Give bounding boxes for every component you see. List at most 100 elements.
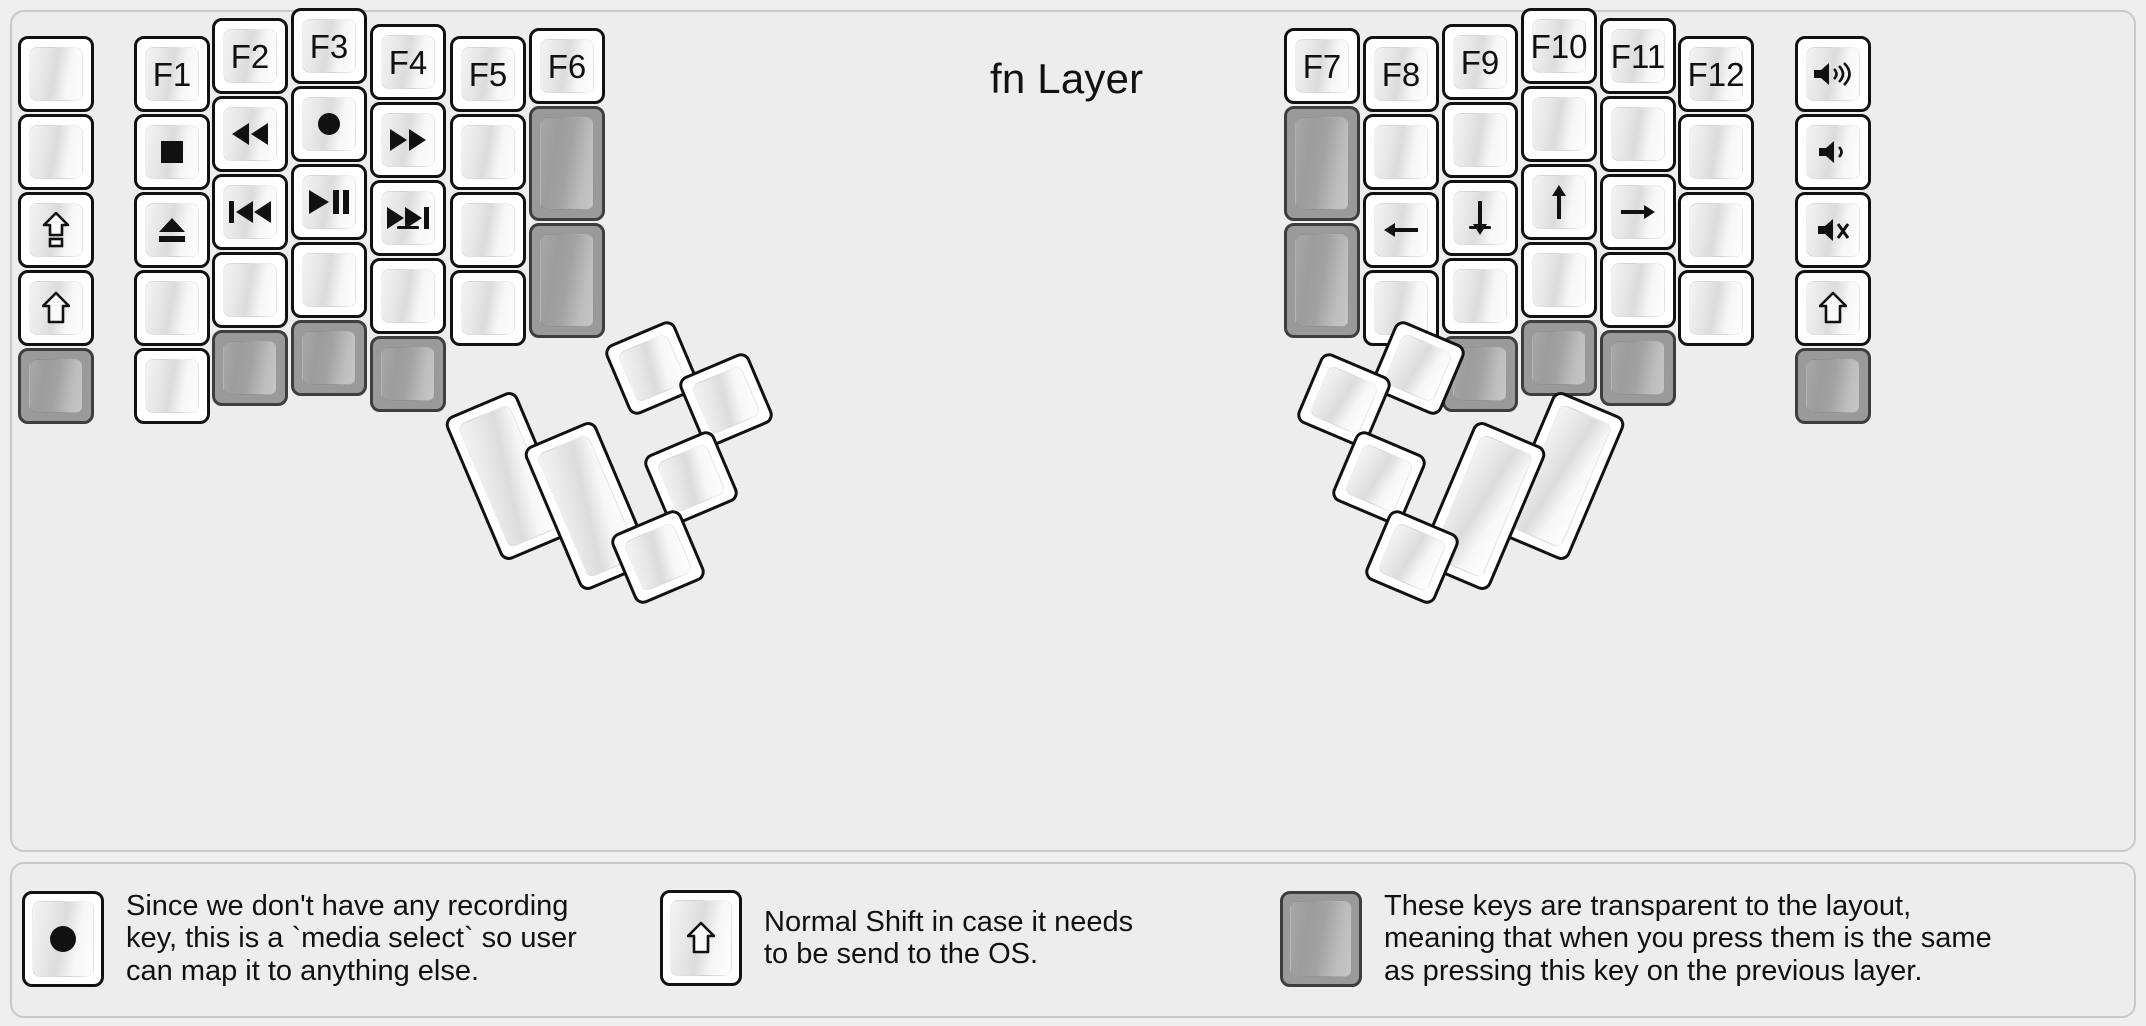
key-left-index-inner-3[interactable] bbox=[450, 192, 526, 268]
keycap-face bbox=[461, 281, 515, 335]
key-left-pinky-4[interactable] bbox=[134, 270, 210, 346]
keycap-face bbox=[1308, 364, 1380, 436]
keycap-face bbox=[1374, 125, 1428, 179]
key-left-middle-2[interactable] bbox=[291, 86, 367, 162]
key-right-pinky-outer-1[interactable] bbox=[1795, 36, 1871, 112]
key-right-index-1[interactable]: F9 bbox=[1442, 24, 1518, 100]
key-left-pinky-1[interactable]: F1 bbox=[134, 36, 210, 112]
key-right-index-4[interactable] bbox=[1442, 258, 1518, 334]
key-left-pinky-outer-4[interactable] bbox=[18, 270, 94, 346]
key-right-pinky-2[interactable] bbox=[1678, 114, 1754, 190]
media-fast-forward-icon bbox=[388, 127, 428, 153]
key-right-pinky-outer-4[interactable] bbox=[1795, 270, 1871, 346]
keycap-face bbox=[655, 442, 727, 514]
keycap-face: F9 bbox=[1453, 35, 1507, 89]
key-left-ring-3[interactable] bbox=[212, 174, 288, 250]
keycap-face bbox=[29, 359, 83, 413]
media-record-icon bbox=[312, 107, 346, 141]
keycap-face bbox=[1689, 203, 1743, 257]
keycap-face bbox=[1806, 125, 1860, 179]
legend-sample-key-2[interactable] bbox=[660, 890, 742, 986]
key-left-index-3[interactable] bbox=[370, 180, 446, 256]
key-left-index-inner-2[interactable] bbox=[450, 114, 526, 190]
key-left-index-4[interactable] bbox=[370, 258, 446, 334]
key-left-index-5[interactable] bbox=[370, 336, 446, 412]
keycap-face bbox=[1532, 331, 1586, 385]
keycap-face: F3 bbox=[302, 19, 356, 73]
keycap-face bbox=[461, 125, 515, 179]
key-label: F1 bbox=[152, 55, 192, 93]
key-left-inner-most-2[interactable] bbox=[529, 106, 605, 221]
volume-up-icon bbox=[1811, 59, 1855, 89]
keycap-face bbox=[302, 175, 356, 229]
key-right-pinky-1[interactable]: F12 bbox=[1678, 36, 1754, 112]
media-prev-track-icon bbox=[227, 199, 273, 225]
key-right-index-inner-3[interactable] bbox=[1363, 192, 1439, 268]
legend-text-2: Normal Shift in case it needs to be send… bbox=[764, 905, 1134, 970]
key-right-index-2[interactable] bbox=[1442, 102, 1518, 178]
key-right-inner-most-2[interactable] bbox=[1284, 106, 1360, 221]
key-left-pinky-outer-3[interactable] bbox=[18, 192, 94, 268]
key-right-pinky-4[interactable] bbox=[1678, 270, 1754, 346]
key-left-pinky-outer-2[interactable] bbox=[18, 114, 94, 190]
keycap-face: F6 bbox=[540, 39, 594, 93]
key-left-index-1[interactable]: F4 bbox=[370, 24, 446, 100]
keycap-face bbox=[223, 341, 277, 395]
key-left-ring-1[interactable]: F2 bbox=[212, 18, 288, 94]
key-left-pinky-2[interactable] bbox=[134, 114, 210, 190]
key-left-middle-3[interactable] bbox=[291, 164, 367, 240]
key-right-middle-1[interactable]: F10 bbox=[1521, 8, 1597, 84]
key-right-middle-5[interactable] bbox=[1521, 320, 1597, 396]
media-play-pause-icon bbox=[307, 188, 351, 216]
key-right-pinky-outer-2[interactable] bbox=[1795, 114, 1871, 190]
volume-mute-icon bbox=[1815, 215, 1851, 245]
key-left-inner-most-1[interactable]: F6 bbox=[529, 28, 605, 104]
media-stop-icon bbox=[157, 137, 187, 167]
key-right-inner-most-3[interactable] bbox=[1284, 223, 1360, 338]
key-left-index-inner-1[interactable]: F5 bbox=[450, 36, 526, 112]
key-left-ring-5[interactable] bbox=[212, 330, 288, 406]
keycap-face bbox=[540, 117, 594, 210]
key-left-index-inner-4[interactable] bbox=[450, 270, 526, 346]
key-right-middle-4[interactable] bbox=[1521, 242, 1597, 318]
key-right-index-inner-2[interactable] bbox=[1363, 114, 1439, 190]
key-left-index-2[interactable] bbox=[370, 102, 446, 178]
key-right-pinky-outer-3[interactable] bbox=[1795, 192, 1871, 268]
key-right-middle-2[interactable] bbox=[1521, 86, 1597, 162]
key-right-ring-3[interactable] bbox=[1600, 174, 1676, 250]
key-right-index-inner-1[interactable]: F8 bbox=[1363, 36, 1439, 112]
legend-sample-key-3[interactable] bbox=[1280, 890, 1362, 987]
key-right-ring-2[interactable] bbox=[1600, 96, 1676, 172]
key-left-pinky-5[interactable] bbox=[134, 348, 210, 424]
key-left-pinky-3[interactable] bbox=[134, 192, 210, 268]
keycap-face bbox=[381, 191, 435, 245]
key-left-middle-4[interactable] bbox=[291, 242, 367, 318]
key-label: F3 bbox=[309, 27, 349, 65]
key-left-pinky-outer-5[interactable] bbox=[18, 348, 94, 424]
keycap-face bbox=[302, 97, 356, 151]
keycap-face: F10 bbox=[1531, 19, 1587, 73]
key-right-ring-4[interactable] bbox=[1600, 252, 1676, 328]
key-left-ring-4[interactable] bbox=[212, 252, 288, 328]
arrow-right-icon bbox=[1619, 199, 1657, 225]
keycap-face: F5 bbox=[461, 47, 515, 101]
keycap-face bbox=[145, 281, 199, 335]
key-right-middle-3[interactable] bbox=[1521, 164, 1597, 240]
key-label: F7 bbox=[1302, 47, 1342, 85]
key-right-inner-most-1[interactable]: F7 bbox=[1284, 28, 1360, 104]
key-left-ring-2[interactable] bbox=[212, 96, 288, 172]
legend-sample-key-1[interactable] bbox=[22, 890, 104, 987]
key-left-middle-5[interactable] bbox=[291, 320, 367, 396]
keycap-face bbox=[145, 203, 199, 257]
key-right-index-3[interactable] bbox=[1442, 180, 1518, 256]
shift-arrow-icon bbox=[687, 921, 715, 955]
keycap-face bbox=[1611, 263, 1665, 317]
key-right-pinky-outer-5[interactable] bbox=[1795, 348, 1871, 424]
key-right-pinky-3[interactable] bbox=[1678, 192, 1754, 268]
key-right-ring-5[interactable] bbox=[1600, 330, 1676, 406]
key-left-middle-1[interactable]: F3 bbox=[291, 8, 367, 84]
keycap-face bbox=[1806, 203, 1860, 257]
key-left-pinky-outer-1[interactable] bbox=[18, 36, 94, 112]
key-right-ring-1[interactable]: F11 bbox=[1600, 18, 1676, 94]
key-left-inner-most-3[interactable] bbox=[529, 223, 605, 338]
